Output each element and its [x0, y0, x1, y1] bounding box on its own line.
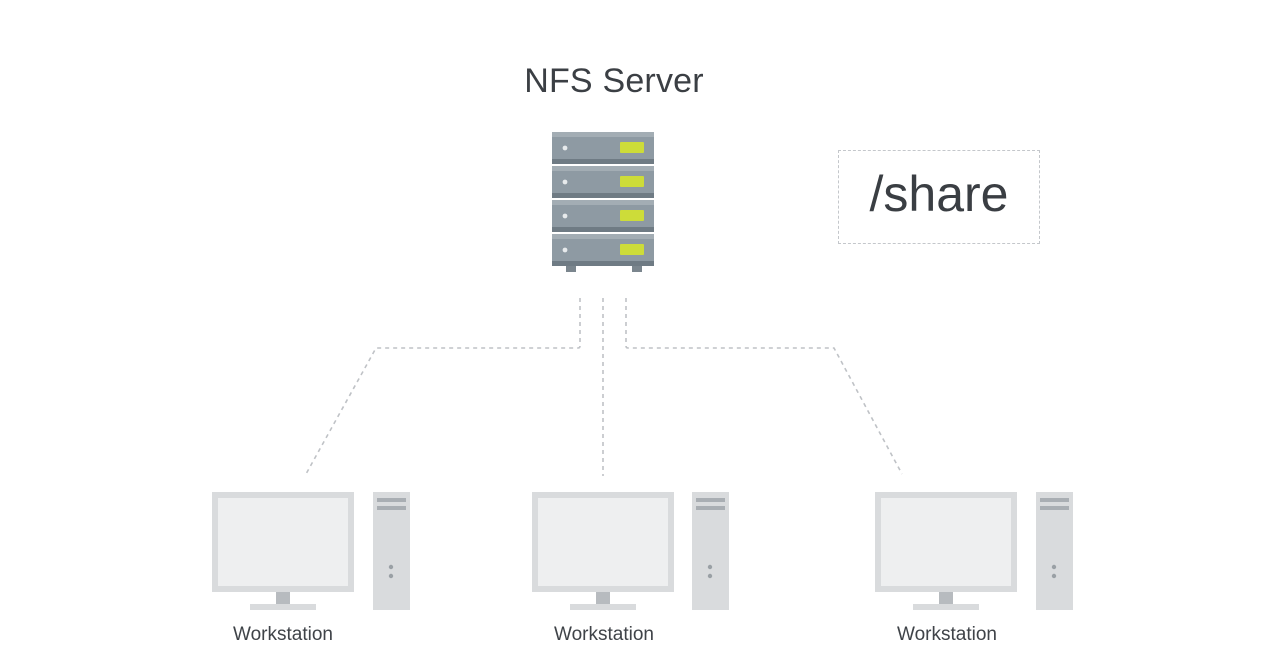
tower-icon [1036, 492, 1073, 610]
server-rack-icon [552, 132, 654, 272]
connection-lines [305, 298, 903, 476]
workstation-icon [532, 492, 729, 610]
server-title: NFS Server [524, 62, 704, 100]
share-box: /share [838, 150, 1040, 244]
tower-icon [373, 492, 410, 610]
share-label: /share [869, 166, 1009, 222]
workstation-icon [212, 492, 410, 610]
server-unit [552, 166, 654, 198]
server-unit [552, 132, 654, 164]
connection-line-right [625, 298, 903, 475]
workstation-label: Workstation [897, 624, 997, 645]
workstation-label: Workstation [233, 624, 333, 645]
server-unit [552, 200, 654, 232]
server-unit [552, 234, 654, 266]
connection-line-left [305, 298, 581, 475]
tower-icon [692, 492, 729, 610]
workstation-icon [875, 492, 1073, 610]
workstation-label: Workstation [554, 624, 654, 645]
